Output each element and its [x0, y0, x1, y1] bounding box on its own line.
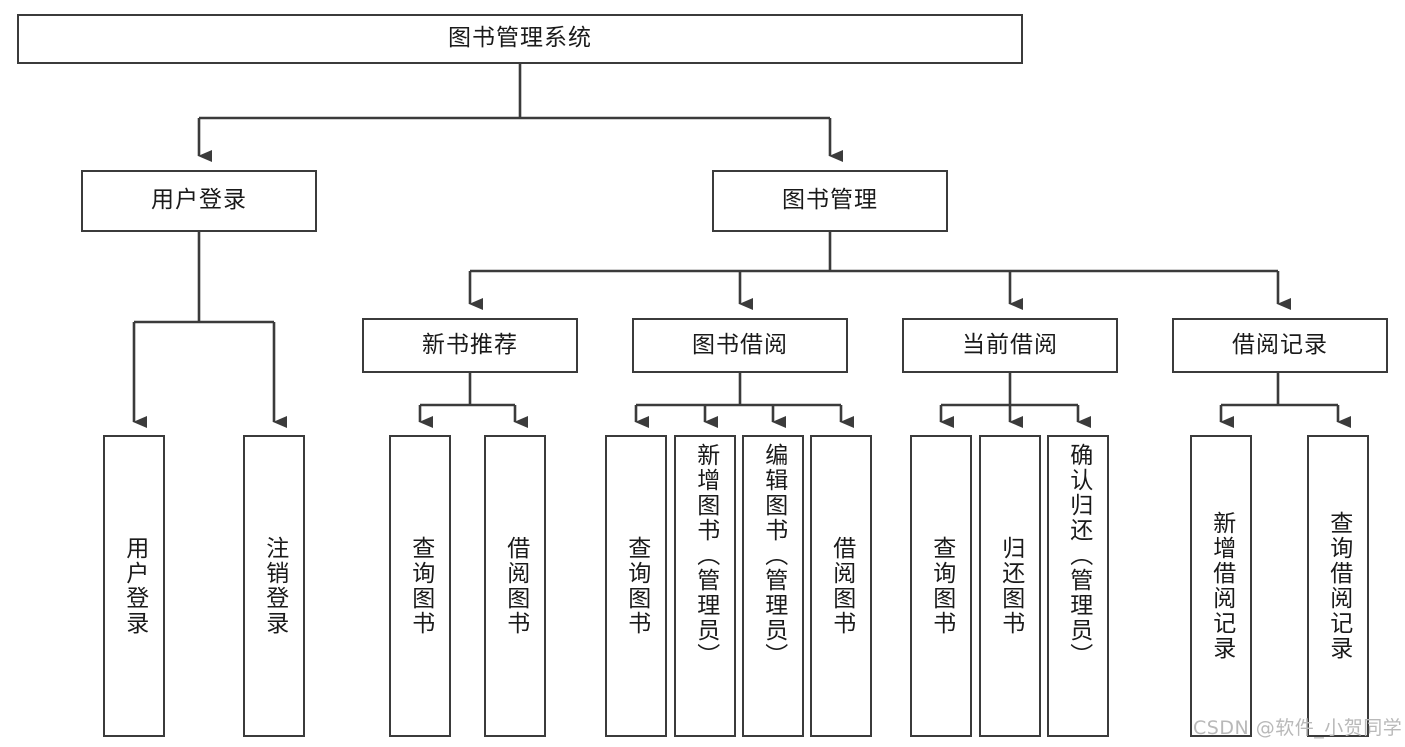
node-leaf-return-book-label: 归还图书: [997, 536, 1024, 636]
node-leaf-borrow-book-2-label: 借阅图书: [828, 536, 855, 636]
csdn-watermark: CSDN @软件_小贺同学: [1193, 717, 1403, 739]
node-leaf-query-record[interactable]: 查询借阅记录: [1307, 435, 1369, 737]
node-leaf-add-book[interactable]: 新增图书（管理员）: [674, 435, 736, 737]
node-user-login-label: 用户登录: [151, 187, 247, 214]
node-root[interactable]: 图书管理系统: [17, 14, 1023, 64]
node-root-label: 图书管理系统: [448, 25, 592, 52]
node-leaf-add-record-label: 新增借阅记录: [1208, 511, 1235, 661]
node-leaf-logout-login[interactable]: 注销登录: [243, 435, 305, 737]
node-leaf-borrow-book-2[interactable]: 借阅图书: [810, 435, 872, 737]
node-current-borrow-label: 当前借阅: [962, 331, 1058, 358]
node-user-login[interactable]: 用户登录: [81, 170, 317, 232]
node-borrow-record[interactable]: 借阅记录: [1172, 318, 1388, 373]
node-leaf-query-book-1[interactable]: 查询图书: [389, 435, 451, 737]
node-leaf-query-book-1-label: 查询图书: [407, 536, 434, 636]
node-leaf-confirm-return[interactable]: 确认归还（管理员）: [1047, 435, 1109, 737]
node-current-borrow[interactable]: 当前借阅: [902, 318, 1118, 373]
node-leaf-confirm-return-label: 确认归还（管理员）: [1065, 443, 1092, 668]
node-leaf-user-login-label: 用户登录: [121, 536, 148, 636]
node-book-management[interactable]: 图书管理: [712, 170, 948, 232]
node-leaf-query-book-2-label: 查询图书: [623, 536, 650, 636]
node-leaf-add-book-label: 新增图书（管理员）: [692, 443, 719, 668]
node-new-book-recommend[interactable]: 新书推荐: [362, 318, 578, 373]
node-new-book-recommend-label: 新书推荐: [422, 331, 518, 358]
node-leaf-query-book-3[interactable]: 查询图书: [910, 435, 972, 737]
node-borrow-record-label: 借阅记录: [1232, 331, 1328, 358]
node-book-borrow[interactable]: 图书借阅: [632, 318, 848, 373]
node-leaf-borrow-book-1[interactable]: 借阅图书: [484, 435, 546, 737]
node-leaf-edit-book[interactable]: 编辑图书（管理员）: [742, 435, 804, 737]
node-book-borrow-label: 图书借阅: [692, 331, 788, 358]
node-book-management-label: 图书管理: [782, 187, 878, 214]
node-leaf-query-book-2[interactable]: 查询图书: [605, 435, 667, 737]
node-leaf-add-record[interactable]: 新增借阅记录: [1190, 435, 1252, 737]
node-leaf-borrow-book-1-label: 借阅图书: [502, 536, 529, 636]
node-leaf-user-login[interactable]: 用户登录: [103, 435, 165, 737]
node-leaf-return-book[interactable]: 归还图书: [979, 435, 1041, 737]
node-leaf-query-book-3-label: 查询图书: [928, 536, 955, 636]
node-leaf-edit-book-label: 编辑图书（管理员）: [760, 443, 787, 668]
node-leaf-logout-login-label: 注销登录: [261, 536, 288, 636]
node-leaf-query-record-label: 查询借阅记录: [1325, 511, 1352, 661]
